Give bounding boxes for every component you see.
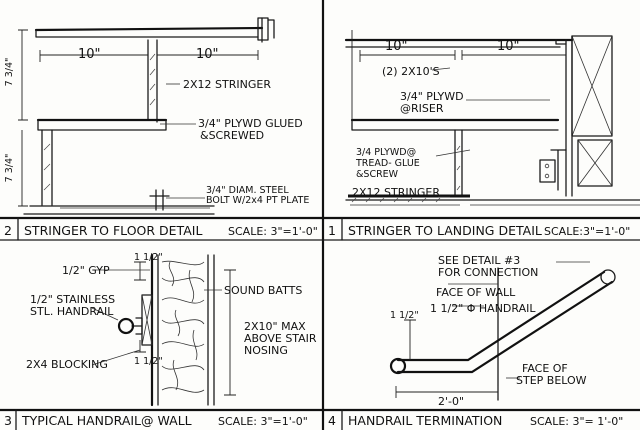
label-handrail-1: 1/2" STAINLESS xyxy=(30,293,115,306)
dim-right-10: 10" xyxy=(497,39,520,54)
label-bolt-1: 3/4" DIAM. STEEL xyxy=(206,185,289,196)
panel-3-number: 3 xyxy=(4,413,12,428)
dim-left-10: 10" xyxy=(78,47,101,62)
label-gyp: 1/2" GYP xyxy=(62,264,110,277)
label-tread-2: TREAD- GLUE xyxy=(355,158,420,169)
rise-bottom-dim: 7 3/4" xyxy=(4,154,15,183)
label-stringer: 2X12 STRINGER xyxy=(183,78,271,91)
panel-stringer-to-landing xyxy=(344,30,640,206)
panel-3-scale: SCALE: 3"=1'-0" xyxy=(218,415,308,428)
gap-bottom-dim: 1 1/2" xyxy=(134,356,163,367)
label-face-step-2: STEP BELOW xyxy=(516,374,587,387)
panel-1-title: STRINGER TO LANDING DETAIL xyxy=(348,223,542,238)
label-stringer: 2X12 STRINGER xyxy=(352,186,440,199)
label-blocking: 2X4 BLOCKING xyxy=(26,358,108,371)
label-max-1: 2X10" MAX xyxy=(244,320,306,333)
label-plywood-2: &SCREWED xyxy=(200,129,264,142)
label-length: 2'-0" xyxy=(438,395,464,408)
label-plywd-riser-2: @RISER xyxy=(400,102,444,115)
label-see-detail-1: SEE DETAIL #3 xyxy=(438,254,520,267)
label-see-detail-2: FOR CONNECTION xyxy=(438,266,538,279)
panel-stringer-to-floor xyxy=(18,17,275,215)
panel-4-number: 4 xyxy=(328,413,336,428)
label-sound-batts: SOUND BATTS xyxy=(224,284,302,297)
label-plywood-1: 3/4" PLYWD GLUED xyxy=(198,117,303,130)
panel-4-scale: SCALE: 3"= 1'-0" xyxy=(530,415,623,428)
label-tread-1: 3/4 PLYWD@ xyxy=(356,147,416,158)
label-two-2x10s: (2) 2X10'S xyxy=(382,65,440,78)
panel-handrail-at-wall xyxy=(91,253,236,407)
panel-4-labels: SEE DETAIL #3 FOR CONNECTION FACE OF WAL… xyxy=(390,254,587,408)
panel-1-number: 1 xyxy=(328,223,336,238)
rise-dim: 1 1/2" xyxy=(390,310,419,321)
label-plywd-riser-1: 3/4" PLYWD xyxy=(400,90,464,103)
dim-right-10: 10" xyxy=(196,47,219,62)
rise-top-dim: 7 3/4" xyxy=(4,58,15,87)
panel-2-scale: SCALE: 3"=1'-0" xyxy=(228,225,318,238)
panel-1-scale: SCALE:3"=1'-0" xyxy=(544,225,630,238)
panel-handrail-termination xyxy=(389,261,616,401)
panel-2-number: 2 xyxy=(4,223,12,238)
panel-1-labels: 10" 10" (2) 2X10'S 3/4" PLYWD @RISER 3/4… xyxy=(352,39,520,199)
label-bolt-2: BOLT W/2x4 PT PLATE xyxy=(206,195,309,206)
panel-4-title: HANDRAIL TERMINATION xyxy=(348,413,502,428)
label-handrail: 1 1/2" Φ HANDRAIL xyxy=(430,302,536,315)
label-handrail-2: STL. HANDRAIL xyxy=(30,305,114,318)
panel-3-labels: 1/2" GYP 1 1/2" 1 1/2" 1/2" STAINLESS ST… xyxy=(26,252,317,371)
label-face-step-1: FACE OF xyxy=(522,362,568,375)
label-max-2: ABOVE STAIR xyxy=(244,332,317,345)
label-face-of-wall: FACE OF WALL xyxy=(436,286,516,299)
gap-top-dim: 1 1/2" xyxy=(134,252,163,263)
label-max-3: NOSING xyxy=(244,344,288,357)
panel-2-title: STRINGER TO FLOOR DETAIL xyxy=(24,223,202,238)
panel-2-labels: 10" 10" 7 3/4" 7 3/4" 2X12 STRINGER 3/4"… xyxy=(4,47,309,206)
dim-left-10: 10" xyxy=(385,39,408,54)
title-strips: 2 STRINGER TO FLOOR DETAIL SCALE: 3"=1'-… xyxy=(4,223,630,428)
panel-3-title: TYPICAL HANDRAIL@ WALL xyxy=(21,413,192,428)
label-tread-3: &SCREW xyxy=(356,169,399,180)
